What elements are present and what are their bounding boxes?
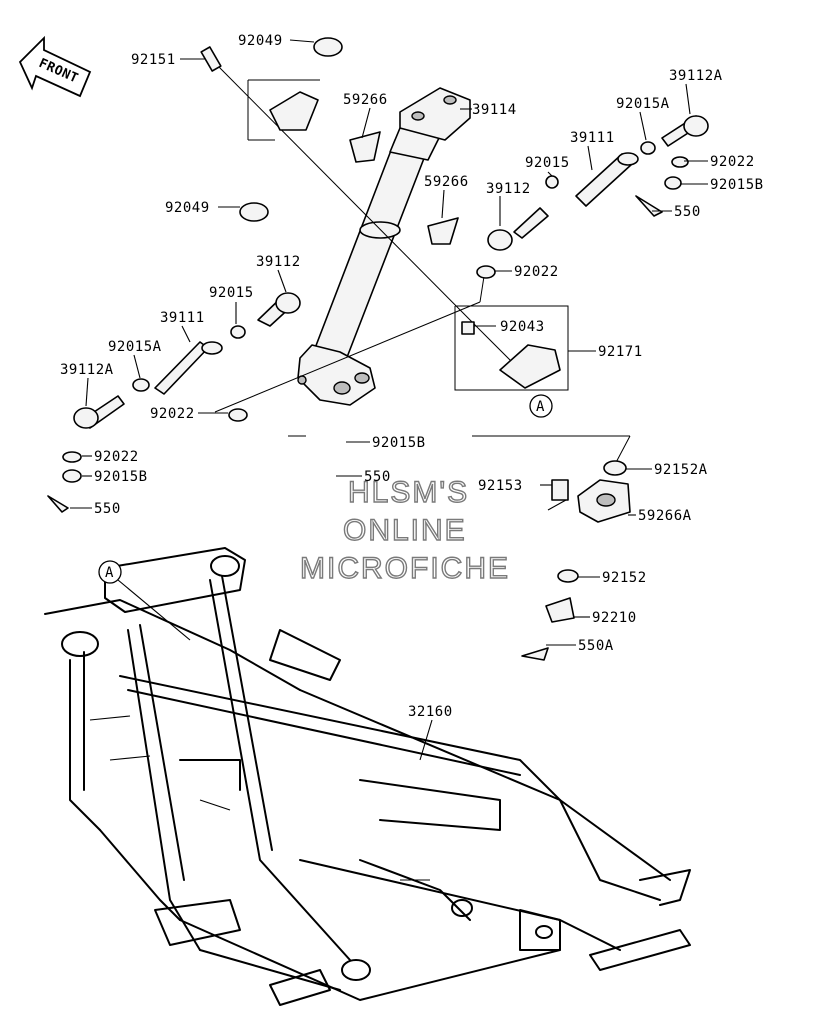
label-92015a-left: 92015A (108, 339, 162, 355)
label-550a: 550A (578, 638, 614, 654)
tie-rod-right (476, 115, 709, 279)
watermark-line1: HLSM'S (348, 476, 469, 509)
label-59266a: 59266A (638, 508, 692, 524)
bracket-group (521, 460, 631, 661)
label-92153: 92153 (478, 478, 523, 494)
label-92151: 92151 (131, 52, 176, 68)
label-92043: 92043 (500, 319, 545, 335)
label-550-center: 550 (364, 469, 391, 485)
callout-a-top-text: A (536, 399, 545, 415)
label-92015a-right: 92015A (616, 96, 670, 112)
label-92015-right: 92015 (525, 155, 570, 171)
label-39112-right: 39112 (486, 181, 531, 197)
label-550-right: 550 (674, 204, 701, 220)
main-frame (44, 547, 691, 1006)
label-39111-right: 39111 (570, 130, 615, 146)
label-32160: 32160 (408, 704, 453, 720)
callout-a-frame-text: A (105, 565, 114, 581)
label-92171: 92171 (598, 344, 643, 360)
upper-clamp (200, 37, 459, 245)
label-59266-a: 59266 (343, 92, 388, 108)
callout-a-frame: A (98, 560, 191, 641)
label-59266-b: 59266 (424, 174, 469, 190)
label-92015b-left: 92015B (94, 469, 148, 485)
leader-lines (70, 39, 708, 761)
label-92152a: 92152A (654, 462, 708, 478)
label-92022-right-1: 92022 (710, 154, 755, 170)
tie-rod-left (47, 292, 301, 513)
callout-a-top: A (529, 394, 553, 418)
label-92049-top: 92049 (238, 33, 283, 49)
label-92015-left: 92015 (209, 285, 254, 301)
watermark-line3: MICROFICHE (300, 552, 510, 585)
label-39112a-left: 39112A (60, 362, 114, 378)
label-92022-left-1: 92022 (150, 406, 195, 422)
lower-clamp (454, 305, 569, 391)
label-92152: 92152 (602, 570, 647, 586)
steering-shaft (297, 87, 471, 406)
label-92210: 92210 (592, 610, 637, 626)
front-arrow: FRONT (18, 35, 92, 98)
label-550-left: 550 (94, 501, 121, 517)
watermark: HLSM'S ONLINE MICROFICHE (299, 475, 510, 585)
label-39114: 39114 (472, 102, 517, 118)
label-92022-right-2: 92022 (514, 264, 559, 280)
guide-lines (214, 65, 631, 471)
label-92015b-center: 92015B (372, 435, 426, 451)
label-92049-low: 92049 (165, 200, 210, 216)
label-92022-left-2: 92022 (94, 449, 139, 465)
watermark-line2: ONLINE (343, 514, 467, 547)
label-92015b-right: 92015B (710, 177, 764, 193)
label-39112a-right: 39112A (669, 68, 723, 84)
label-39111-left: 39111 (160, 310, 205, 326)
label-39112-left: 39112 (256, 254, 301, 270)
part-labels: 92151 92049 92049 59266 59266 39114 3911… (60, 33, 764, 720)
